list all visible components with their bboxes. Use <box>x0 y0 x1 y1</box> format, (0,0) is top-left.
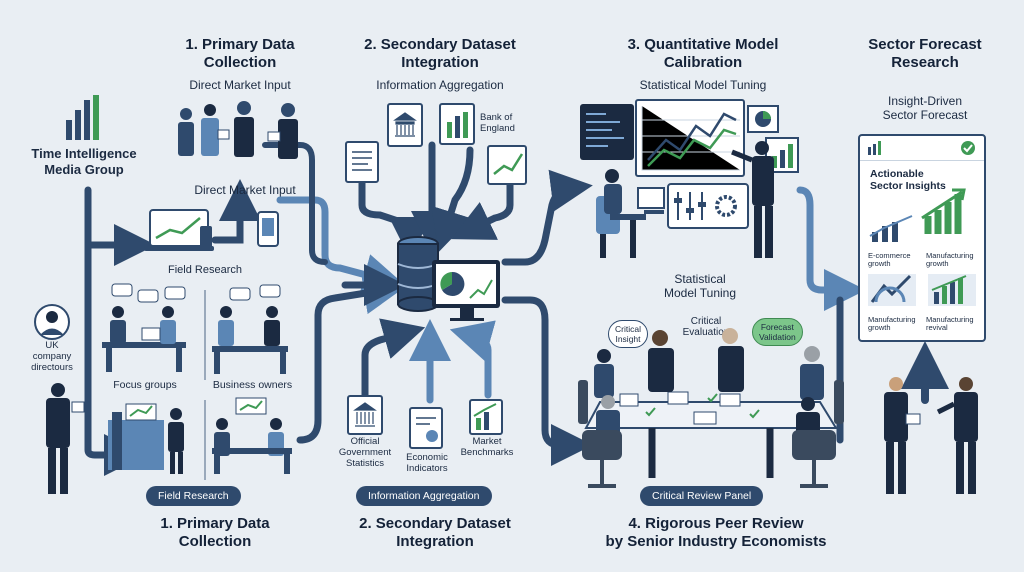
col1-mid-label: Direct Market Input <box>194 183 296 197</box>
focus-groups-label: Focus groups <box>113 379 177 391</box>
field-research-pill: Field Research <box>146 486 241 506</box>
col1-subtitle: Direct Market Input <box>189 78 291 92</box>
manufacturing-revival-chart-icon <box>928 274 976 306</box>
check-badge-icon <box>961 141 975 155</box>
col2-subtitle: Information Aggregation <box>376 78 504 92</box>
manufacturing-chart-icon <box>868 274 916 306</box>
col3-subtitle: Statistical Model Tuning <box>639 78 767 92</box>
panel-logo-icon <box>868 141 881 155</box>
business-owners-label: Business owners <box>212 379 293 391</box>
ecommerce-chart-icon <box>869 215 913 242</box>
information-aggregation-pill: Information Aggregation <box>356 486 492 506</box>
green-growth-arrow-icon <box>921 188 966 234</box>
critical-review-pill: Critical Review Panel <box>640 486 764 506</box>
col1-field-label: Field Research <box>168 264 242 276</box>
